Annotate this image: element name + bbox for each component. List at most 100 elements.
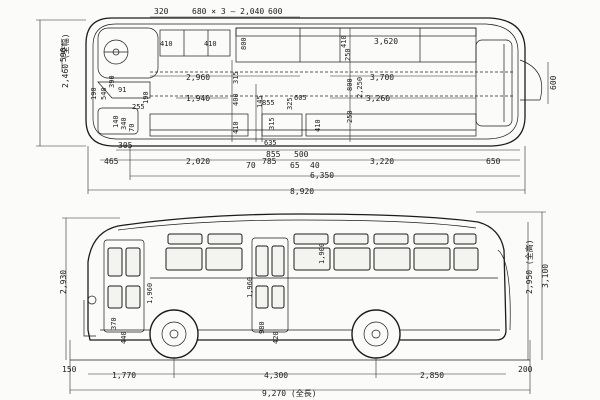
side-window-3 (293, 247, 331, 271)
dim-465: 465 (104, 157, 119, 166)
rear-wheel-center (371, 329, 381, 339)
side-window-6 (413, 247, 451, 271)
plan-view: 320 680 × 3 — 2,040 600 410 410 800 410 … (36, 7, 558, 196)
side-window-5 (373, 247, 411, 271)
driver-compartment (97, 27, 159, 79)
dim-400: 400 (232, 93, 240, 106)
dim-190b: 190 (142, 91, 150, 104)
dim-785: 785 (262, 157, 277, 166)
dim-65: 65 (290, 161, 300, 170)
dim-410d: 410 (232, 121, 240, 134)
dim-250b: 250 (346, 110, 354, 123)
middle-door-window-2 (271, 245, 285, 277)
front-door-window-3 (107, 285, 123, 309)
rear-end (497, 249, 511, 331)
dim-410e: 410 (314, 119, 322, 132)
dim-500: 500 (294, 150, 309, 159)
dim-800b: 800 (346, 78, 354, 91)
door-height-mid: 1,960 (246, 277, 254, 298)
roof-window-1 (167, 233, 203, 245)
dim-440: 440 (120, 331, 128, 344)
dim-315: 315 (232, 71, 240, 84)
dim-190: 190 (90, 87, 98, 100)
middle-door (251, 237, 289, 333)
dim-overall-side: 9,270 (全長) (262, 388, 317, 398)
side-window-7 (453, 247, 479, 271)
plan-body-inner (92, 23, 519, 140)
dim-410c: 410 (340, 35, 348, 48)
dim-980: 980 (258, 321, 266, 334)
side-body-outline (87, 213, 507, 341)
dim-855: 855 (262, 99, 275, 107)
roof-window-7 (453, 233, 477, 245)
dim-2020: 2,020 (186, 157, 210, 166)
dim-2850: 2,850 (420, 371, 444, 380)
dim-635: 635 (264, 139, 277, 147)
dim-605: 605 (294, 94, 307, 102)
upper-seat-row (235, 27, 477, 63)
roof-window-5 (373, 233, 409, 245)
dim-410a: 410 (160, 40, 173, 48)
dim-40: 40 (310, 161, 320, 170)
side-window-1 (165, 247, 203, 271)
side-height-overall: 2,950 (全高) (524, 239, 534, 294)
rear-wheel (351, 309, 401, 359)
dim-91: 91 (118, 86, 126, 94)
dim-370: 370 (110, 317, 118, 330)
roof-window-3 (293, 233, 329, 245)
dim-overall-plan: 8,920 (290, 187, 314, 196)
dim-855b: 855 (266, 150, 281, 159)
dim-140: 140 (112, 115, 120, 128)
dim-305: 305 (118, 141, 133, 150)
entrance-step (97, 81, 151, 99)
rear-wheel-hub (363, 321, 389, 347)
dim-390: 390 (108, 75, 116, 88)
dim-325: 325 (286, 97, 294, 110)
dim-150: 150 (62, 365, 77, 374)
front-wheel-center (169, 329, 179, 339)
dim-4300: 4,300 (264, 371, 288, 380)
front-door-window-2 (125, 247, 141, 277)
dim-3620: 3,620 (374, 37, 398, 46)
dim-1940: 1,940 (186, 94, 210, 103)
dim-250: 250 (344, 48, 352, 61)
dim-6350: 6,350 (310, 171, 334, 180)
dim-1770: 1,770 (112, 371, 136, 380)
front-door-window-1 (107, 247, 123, 277)
dim-590: 590 (59, 47, 68, 62)
dim-420: 420 (272, 331, 280, 344)
dim-3260: 3,260 (366, 94, 390, 103)
dim-2960: 2,960 (186, 73, 210, 82)
middle-door-window-3 (255, 285, 269, 309)
dim-800: 800 (240, 37, 248, 50)
side-roof-line (117, 219, 477, 231)
side-height: 2,930 (59, 270, 68, 294)
dim-315b: 315 (268, 117, 276, 130)
dim-255: 255 (132, 103, 145, 111)
dim-seat-pitch: 680 × 3 — 2,040 (192, 7, 264, 16)
side-height-outer: 3,100 (541, 264, 550, 288)
front-door-window-4 (125, 285, 141, 309)
dim-3700: 3,700 (370, 73, 394, 82)
dim-650: 650 (486, 157, 501, 166)
upper-seat-backrest (235, 27, 477, 37)
dim-width: 2,460 (全幅) (60, 33, 70, 88)
roof-window-4 (333, 233, 369, 245)
roof-window-6 (413, 233, 449, 245)
roof-window-2 (207, 233, 243, 245)
lower-seat-row-front (149, 113, 249, 137)
side-window-2 (205, 247, 243, 271)
dim-70b: 70 (246, 161, 256, 170)
rear-door-arc (519, 59, 543, 101)
window-height: 1,900 (318, 243, 326, 264)
side-window-4 (333, 247, 371, 271)
front-wheel (149, 309, 199, 359)
rear-seat (475, 39, 513, 127)
front-left-block (97, 107, 139, 135)
headlight (87, 295, 97, 305)
dim-600-top: 600 (268, 7, 283, 16)
dim-340: 340 (120, 117, 128, 130)
dim-320: 320 (154, 7, 169, 16)
front-bumper (83, 300, 96, 337)
